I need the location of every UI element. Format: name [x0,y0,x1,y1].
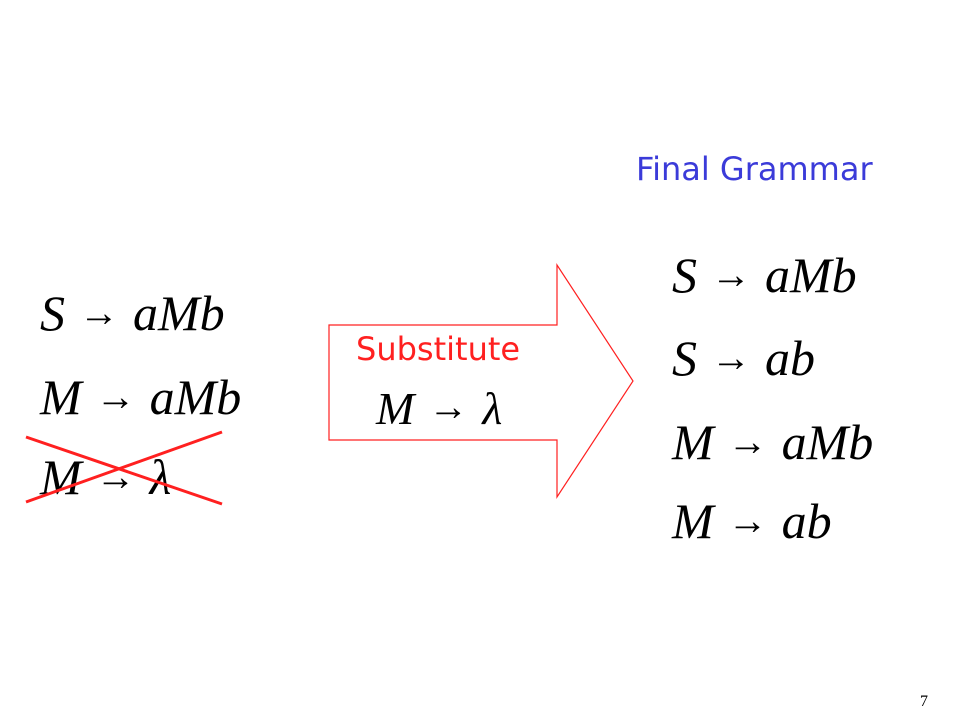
arrow-icon: → [727,419,768,464]
rule-lhs: M [672,493,714,549]
rule-rhs: ab [781,493,832,549]
rule-lhs: S [672,330,697,386]
arrow-icon: → [711,252,751,297]
rule-s-amb: S → aMb [40,288,225,338]
rule-lhs: S [40,285,65,341]
final-rule-s-amb: S → aMb [672,250,857,300]
rule-m-amb: M → aMb [40,372,241,422]
arrow-icon: → [711,335,751,380]
rule-rhs: aMb [133,285,225,341]
arrow-icon: → [79,290,119,335]
rule-lhs: M [376,383,415,434]
final-grammar-title: Final Grammar [636,150,873,188]
rule-rhs: λ [149,449,172,505]
final-rule-m-ab: M → ab [672,496,832,546]
final-rule-s-ab: S → ab [672,333,815,383]
rule-rhs: aMb [781,414,874,470]
substitute-label: Substitute [356,330,521,368]
arrow-icon: → [95,374,136,419]
rule-lhs: M [672,414,714,470]
page-number: 7 [920,693,928,710]
rule-lhs: S [672,247,697,303]
rule-rhs: aMb [149,369,242,425]
rule-rhs: ab [765,330,815,386]
arrow-icon: → [428,384,469,429]
final-rule-m-amb: M → aMb [672,417,873,467]
rule-lhs: M [40,369,82,425]
rule-rhs: λ [482,383,503,434]
arrow-icon: → [727,498,768,543]
rule-rhs: aMb [765,247,857,303]
substitute-rule: M → λ [376,386,502,432]
